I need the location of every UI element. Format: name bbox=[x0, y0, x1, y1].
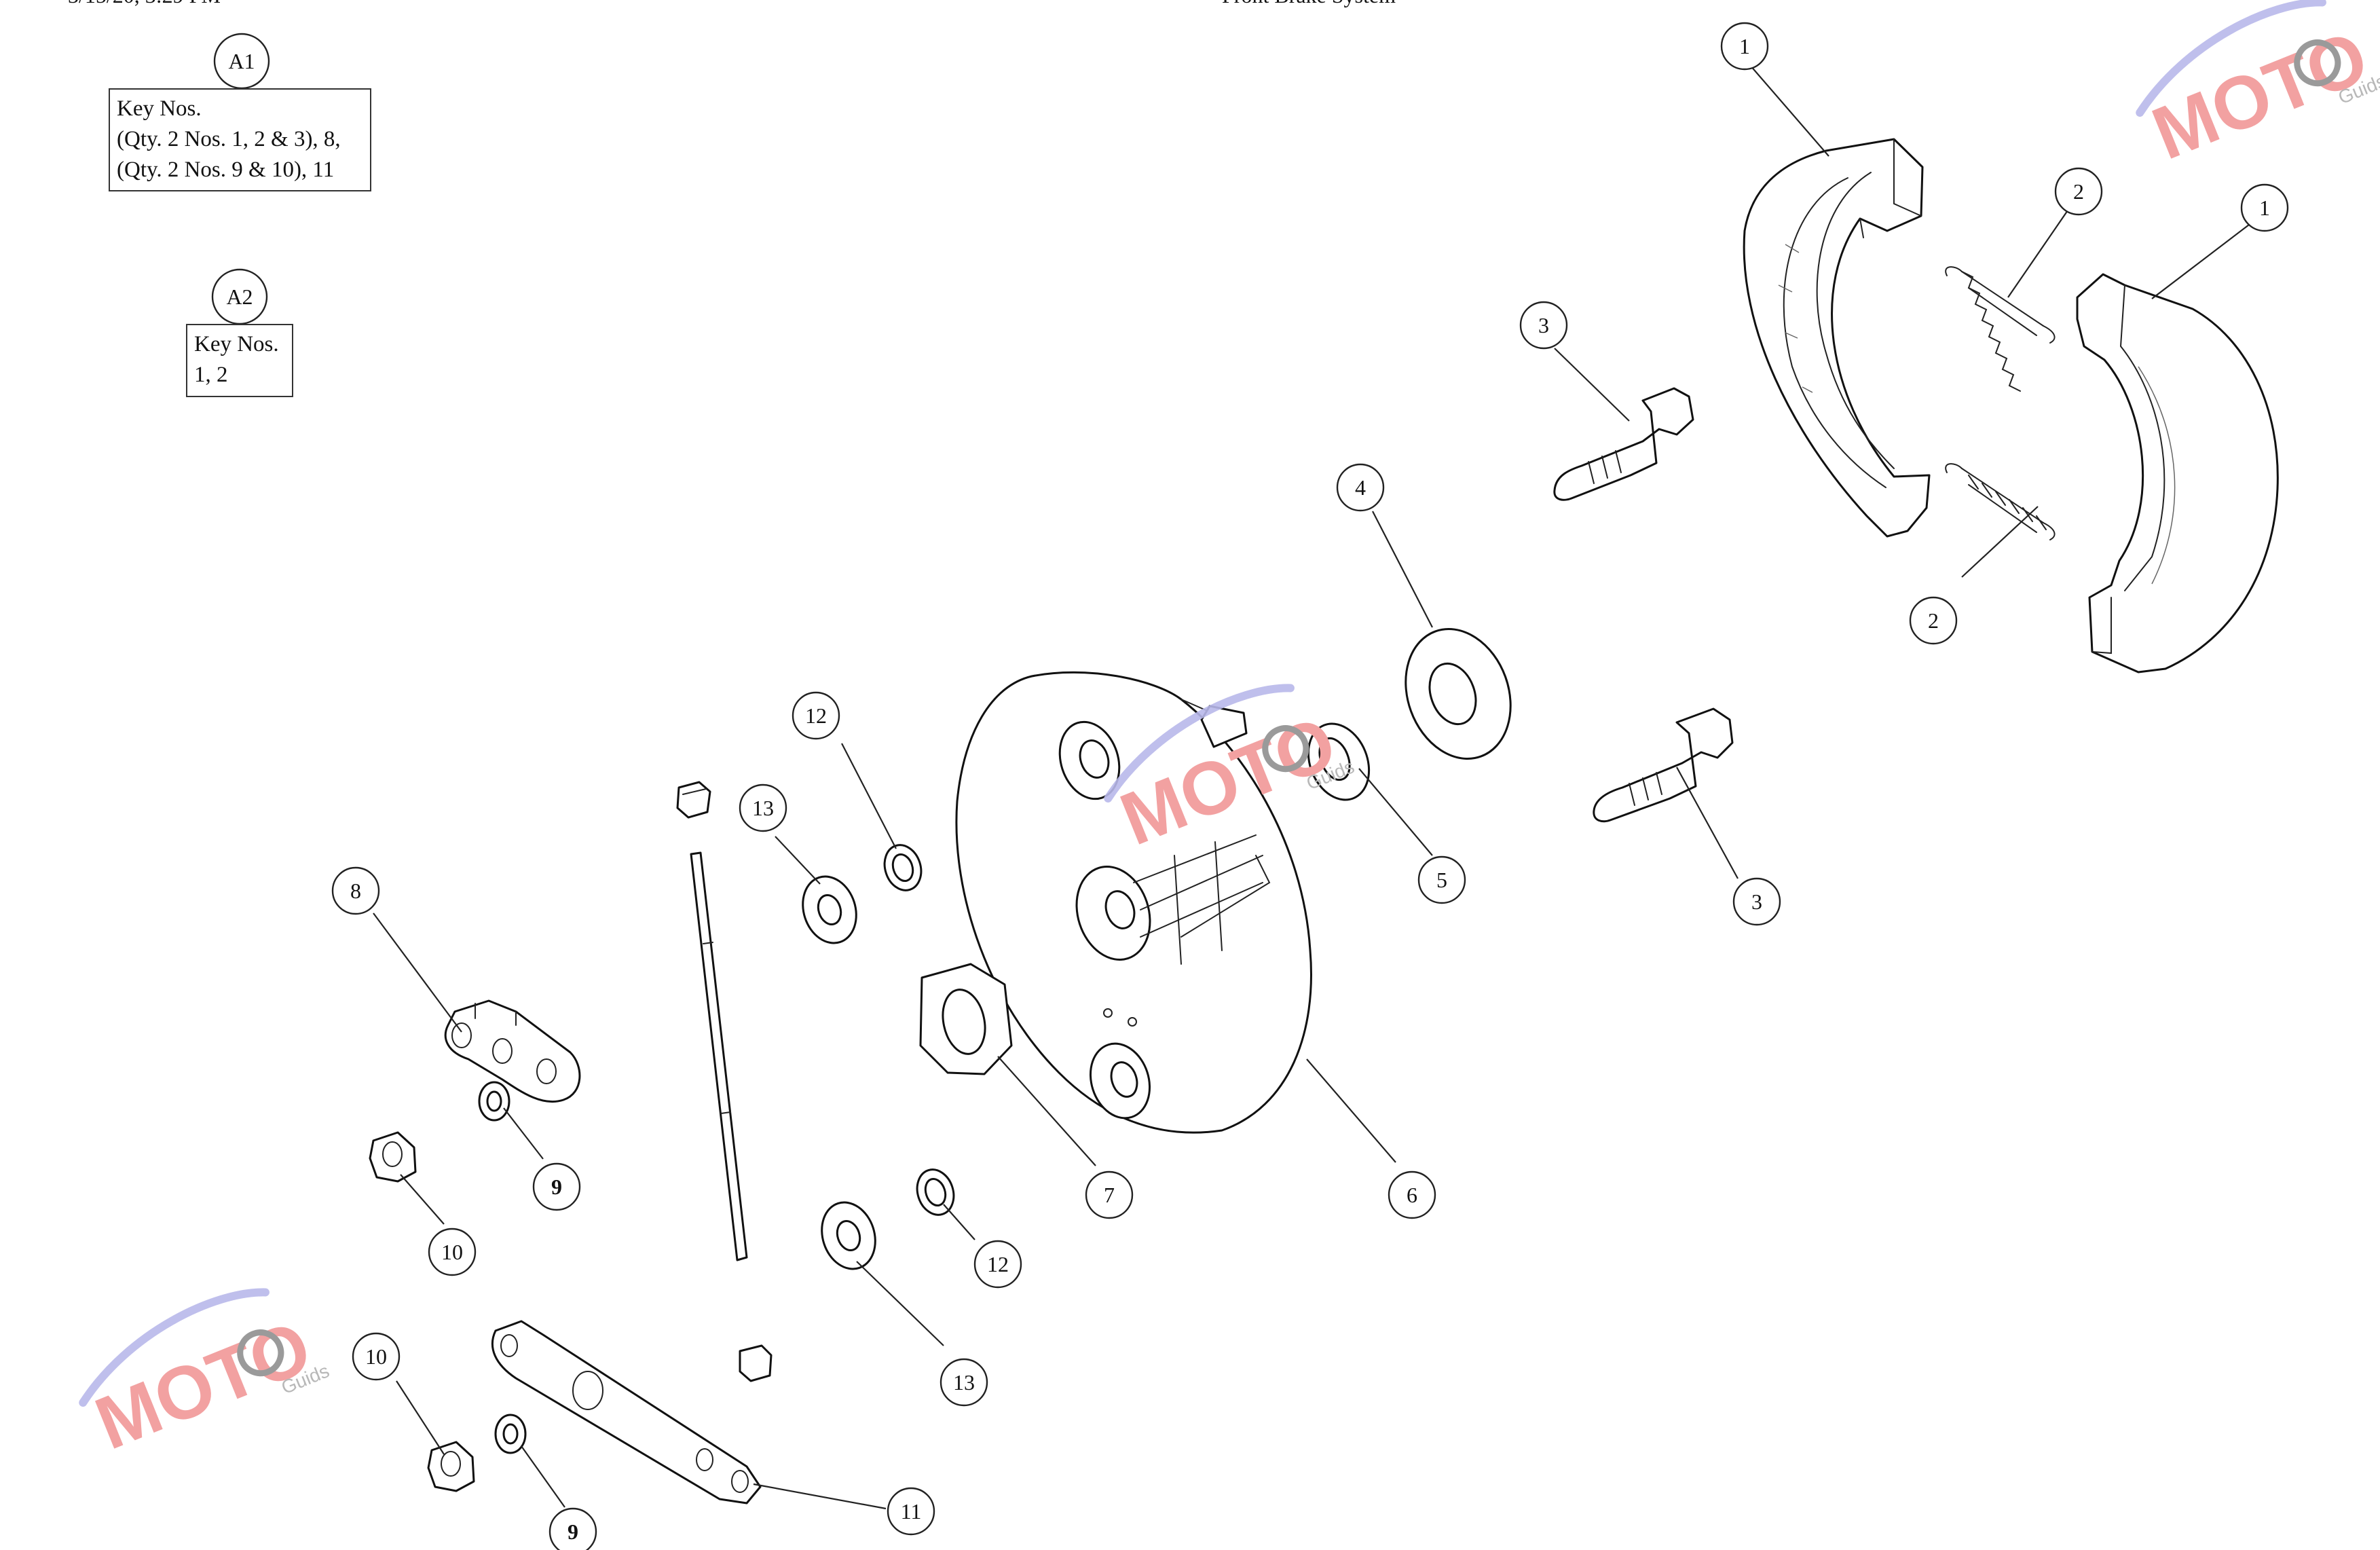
part-rod-end-cap bbox=[739, 1344, 773, 1382]
callout-4: 4 bbox=[1336, 463, 1385, 512]
part-washer-small-lower bbox=[916, 1168, 955, 1216]
callout-3-bottom: 3 bbox=[1732, 877, 1781, 926]
svg-text:7: 7 bbox=[1104, 1183, 1115, 1207]
callout-6: 6 bbox=[1388, 1170, 1436, 1219]
svg-text:5: 5 bbox=[1436, 868, 1447, 892]
svg-text:10: 10 bbox=[441, 1240, 463, 1264]
svg-text:12: 12 bbox=[987, 1252, 1009, 1276]
part-washer-large bbox=[1405, 627, 1512, 760]
callout-2-bottom: 2 bbox=[1909, 596, 1958, 645]
part-grease-nipple bbox=[676, 781, 711, 819]
part-spring-lower bbox=[1945, 463, 2056, 540]
part-pivot-pin-lower bbox=[1593, 707, 1734, 823]
svg-text:3: 3 bbox=[1751, 889, 1762, 914]
callout-2-top: 2 bbox=[2054, 167, 2103, 216]
svg-text:6: 6 bbox=[1407, 1183, 1417, 1207]
part-lock-washer-lower bbox=[494, 1414, 527, 1454]
part-bushing bbox=[1307, 722, 1371, 801]
svg-text:13: 13 bbox=[953, 1370, 975, 1395]
svg-text:11: 11 bbox=[901, 1499, 922, 1524]
part-washer-flat-lower bbox=[821, 1201, 876, 1270]
part-spring-upper bbox=[1945, 266, 2056, 392]
part-brake-shoe-left bbox=[1743, 138, 1931, 538]
key-box-a1-line: (Qty. 2 Nos. 9 & 10), 11 bbox=[117, 158, 335, 182]
leader-lines bbox=[238, 64, 2252, 1510]
callout-10-upper: 10 bbox=[428, 1228, 477, 1276]
part-lever-long bbox=[491, 1320, 762, 1505]
callout-8: 8 bbox=[331, 866, 380, 915]
header-center-caption: Front Brake System bbox=[1222, 0, 1396, 7]
svg-text:12: 12 bbox=[805, 703, 827, 728]
svg-text:1: 1 bbox=[1739, 34, 1750, 58]
svg-text:13: 13 bbox=[752, 796, 774, 820]
svg-text:2: 2 bbox=[1928, 608, 1939, 633]
svg-text:1: 1 bbox=[2259, 196, 2270, 220]
callout-10-lower: 10 bbox=[352, 1332, 401, 1381]
watermark-logo-bottom-left: MOTO Guids bbox=[79, 1288, 332, 1466]
key-box-a2-line: Key Nos. bbox=[194, 332, 279, 356]
callout-5: 5 bbox=[1417, 855, 1466, 904]
key-box-a1: Key Nos. (Qty. 2 Nos. 1, 2 & 3), 8, (Qty… bbox=[109, 88, 371, 191]
svg-text:4: 4 bbox=[1355, 475, 1366, 500]
svg-text:A2: A2 bbox=[226, 284, 253, 309]
key-box-a1-line: Key Nos. bbox=[117, 96, 202, 121]
key-box-a1-line: (Qty. 2 Nos. 1, 2 & 3), 8, bbox=[117, 127, 341, 151]
callout-9-upper: 9 bbox=[532, 1162, 581, 1211]
callout-1-right: 1 bbox=[2240, 183, 2289, 232]
svg-text:9: 9 bbox=[568, 1519, 578, 1544]
callout-a2: A2 bbox=[211, 268, 268, 325]
part-washer-flat-upper bbox=[802, 875, 857, 944]
part-nut-upper bbox=[369, 1131, 417, 1183]
key-box-a2: Key Nos. 1, 2 bbox=[186, 324, 293, 397]
part-nut-lower bbox=[427, 1441, 475, 1492]
header-left-caption: 3/15/20, 3:29 PM bbox=[68, 0, 221, 7]
callout-12-lower: 12 bbox=[973, 1240, 1022, 1289]
key-box-a2-line: 1, 2 bbox=[194, 363, 228, 387]
svg-text:9: 9 bbox=[551, 1175, 562, 1199]
part-pivot-pin-upper bbox=[1553, 387, 1694, 501]
svg-text:8: 8 bbox=[350, 879, 361, 903]
callout-9-lower: 9 bbox=[548, 1507, 597, 1550]
callout-13-upper: 13 bbox=[739, 783, 787, 832]
callout-13-lower: 13 bbox=[940, 1358, 988, 1407]
part-lock-washer-upper bbox=[478, 1081, 510, 1122]
callout-7: 7 bbox=[1085, 1170, 1134, 1219]
callout-3-top: 3 bbox=[1519, 301, 1568, 350]
svg-text:A1: A1 bbox=[228, 49, 255, 73]
part-washer-small-upper bbox=[883, 844, 923, 891]
part-lever-upper bbox=[444, 999, 581, 1103]
svg-text:10: 10 bbox=[365, 1344, 387, 1369]
part-backing-plate bbox=[955, 671, 1312, 1134]
part-camshaft-rod bbox=[690, 851, 748, 1261]
watermark-logo-top-right: MOTO Guids bbox=[2136, 0, 2380, 176]
callout-11: 11 bbox=[887, 1487, 935, 1536]
callout-a1: A1 bbox=[213, 33, 270, 90]
callout-1-top: 1 bbox=[1720, 22, 1769, 71]
svg-text:3: 3 bbox=[1538, 313, 1549, 337]
svg-text:2: 2 bbox=[2073, 179, 2084, 204]
part-brake-shoe-right bbox=[2076, 273, 2279, 673]
callout-12-upper: 12 bbox=[792, 691, 840, 740]
part-hex-nut-large bbox=[919, 963, 1013, 1075]
